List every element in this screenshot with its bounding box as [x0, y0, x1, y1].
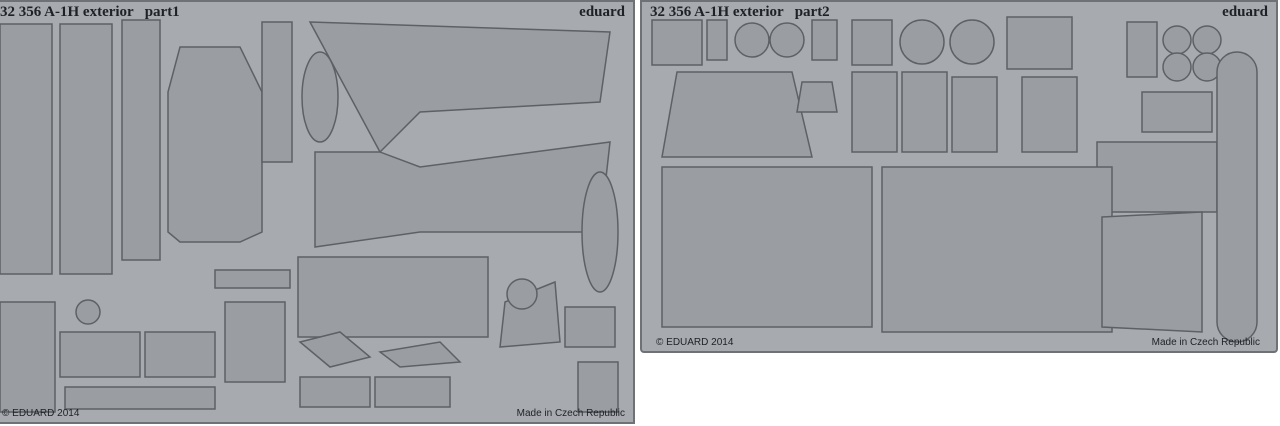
- fret-title: 32 356 A-1H exterior part1: [0, 4, 180, 20]
- fret-title: 32 356 A-1H exterior part2: [650, 4, 830, 20]
- photo-etch-fret-part1: 32 356 A-1H exterior part1 eduard © EDUA…: [0, 0, 635, 424]
- copyright: © EDUARD 2014: [656, 337, 734, 348]
- copyright: © EDUARD 2014: [2, 408, 80, 419]
- brand-logo: eduard: [579, 4, 625, 20]
- fret2-parts: [651, 16, 1258, 343]
- photo-etch-fret-part2: 32 356 A-1H exterior part2 eduard © EDUA…: [640, 0, 1278, 353]
- origin-label: Made in Czech Republic: [516, 408, 625, 419]
- origin-label: Made in Czech Republic: [1151, 337, 1260, 348]
- brand-logo: eduard: [1222, 4, 1268, 20]
- fret1-parts: [0, 19, 619, 413]
